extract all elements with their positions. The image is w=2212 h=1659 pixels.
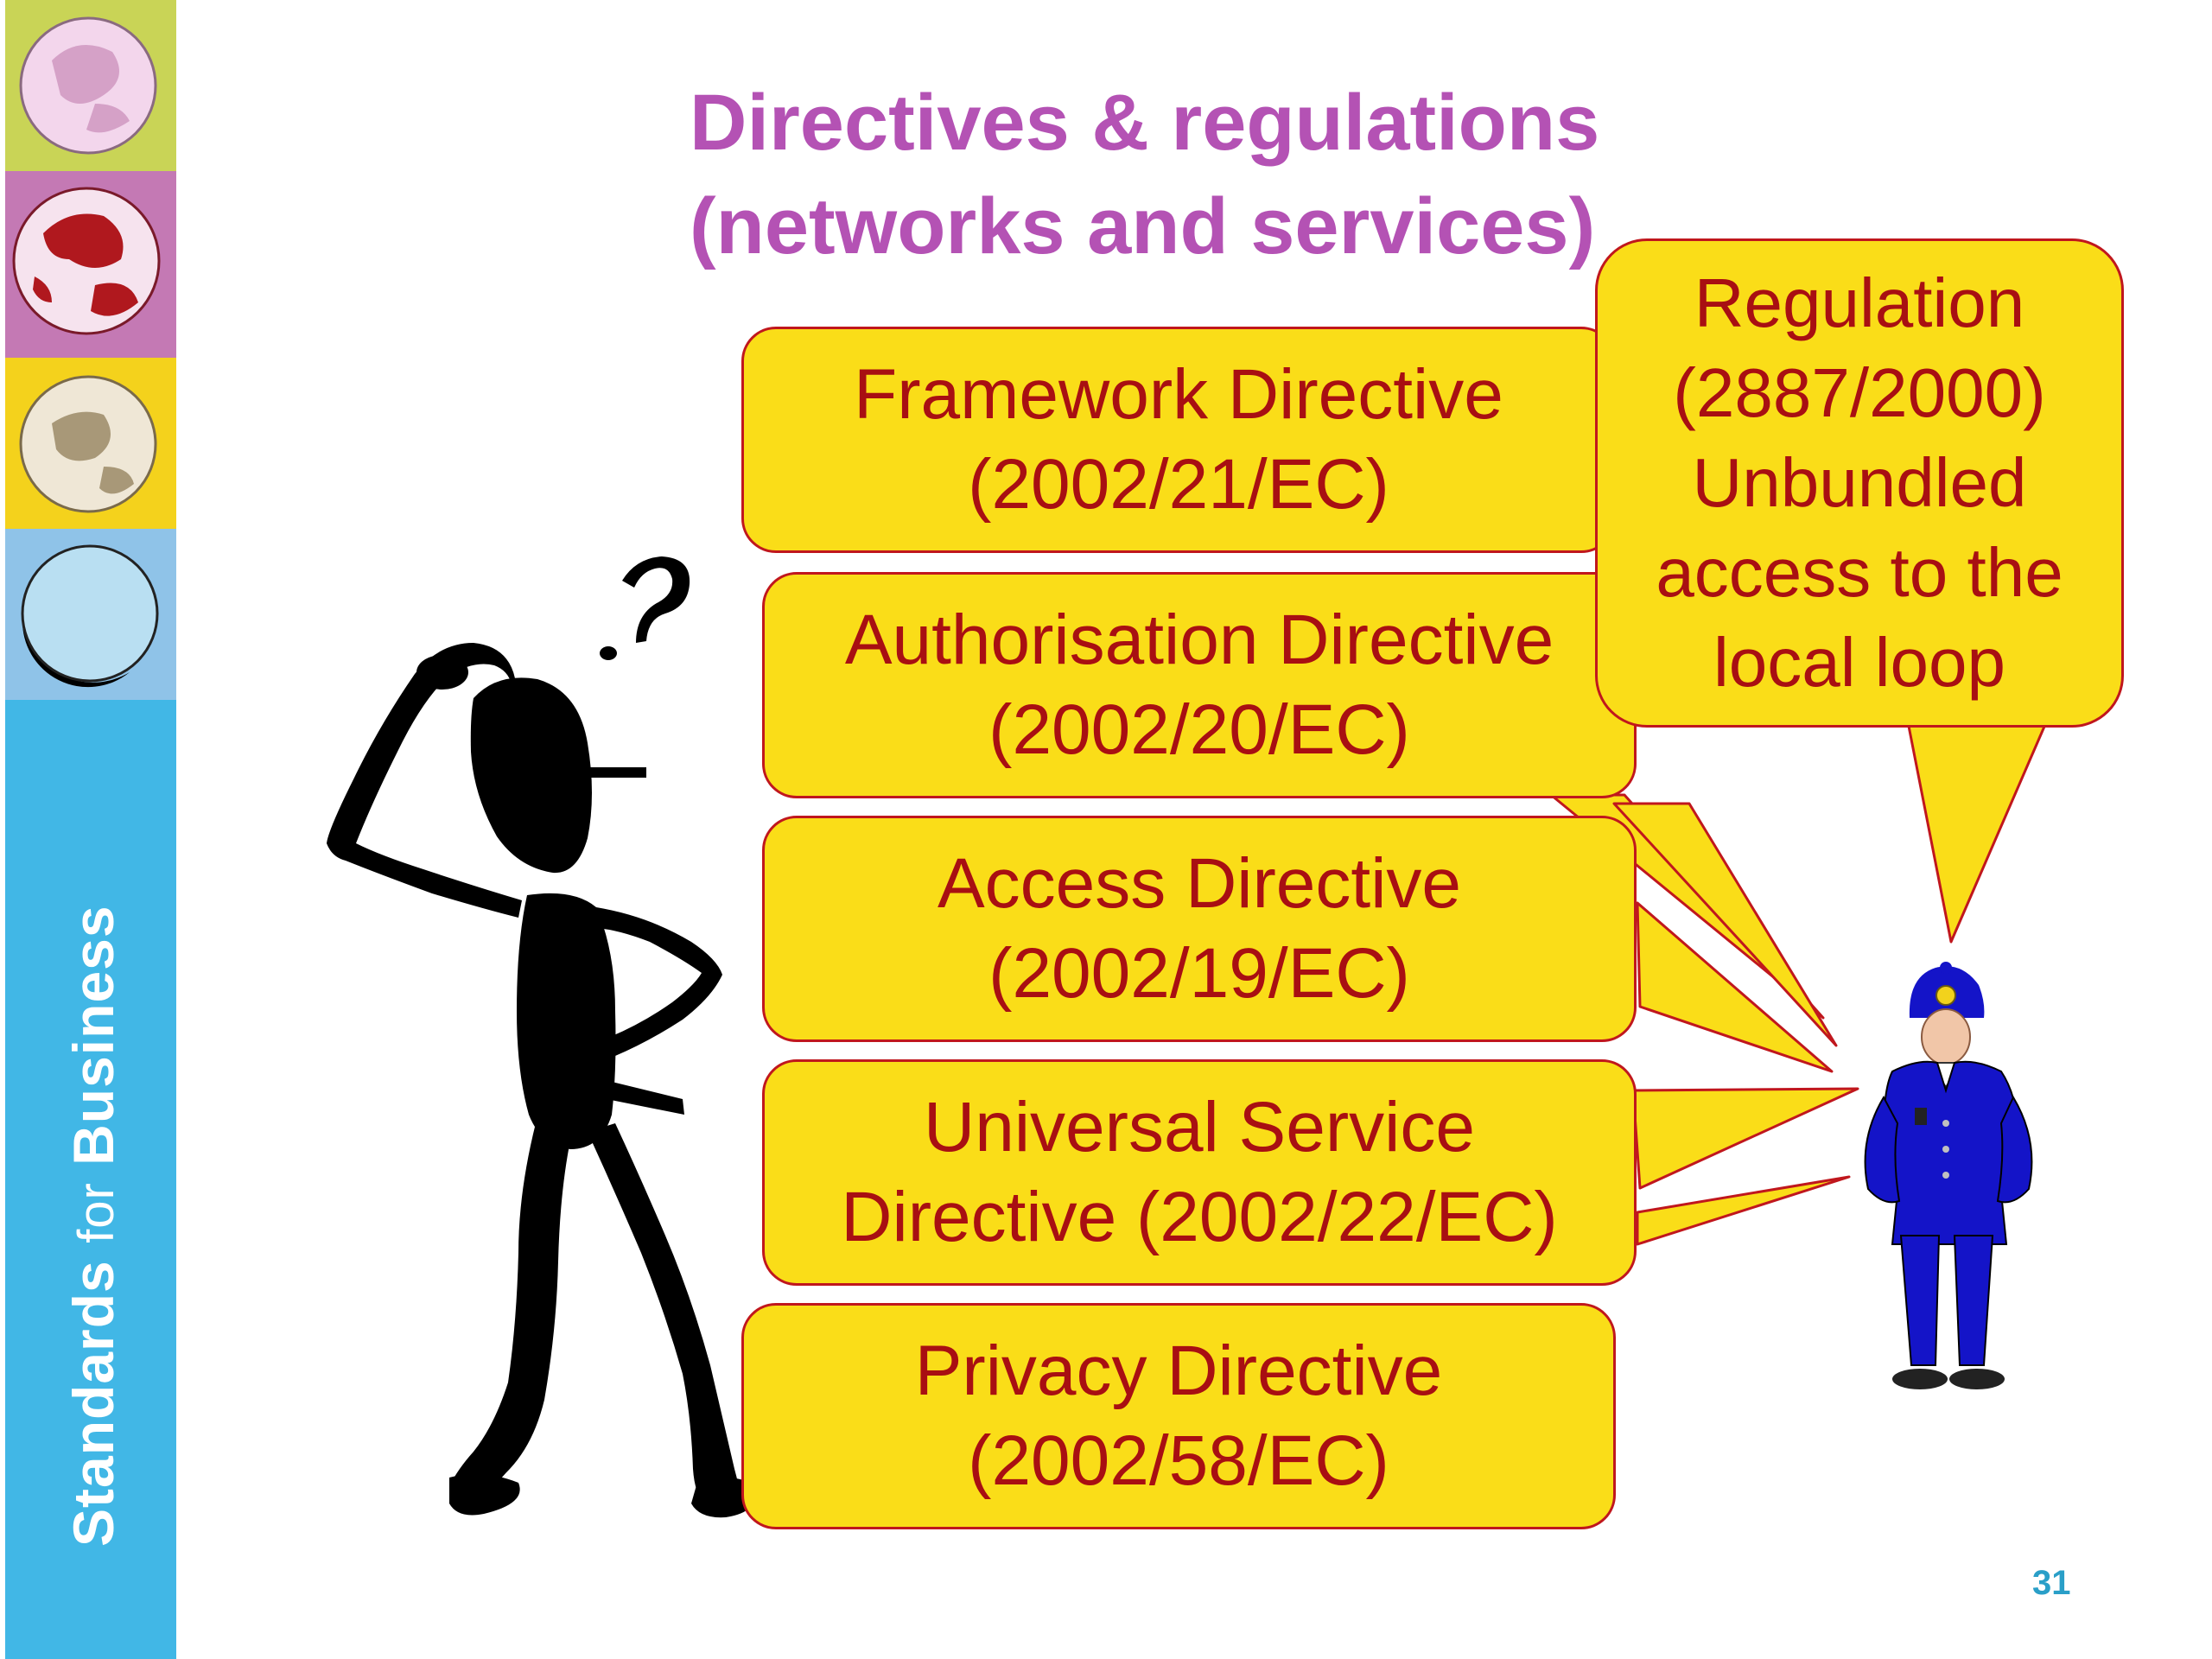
- callout-tail-access: [1636, 901, 1834, 1073]
- globe-tan-icon: [19, 375, 157, 513]
- confused-stick-figure-icon: [327, 556, 758, 1518]
- callout-tail-universal: [1631, 1087, 1859, 1190]
- slide-title-line1: Directives & regulations: [690, 79, 1600, 167]
- authorisation-directive-name: Authorisation Directive: [844, 601, 1554, 679]
- regulation-title: Regulation: [1694, 264, 2025, 341]
- slide-title-line2: (networks and services): [690, 182, 1596, 270]
- authorisation-directive-callout: Authorisation Directive (2002/20/EC): [762, 572, 1637, 798]
- authorisation-directive-code: (2002/20/EC): [988, 690, 1410, 769]
- sidebar: Standards for Business: [0, 0, 176, 1659]
- privacy-directive-callout: Privacy Directive (2002/58/EC): [741, 1303, 1616, 1529]
- privacy-directive-code: (2002/58/EC): [968, 1421, 1389, 1500]
- globe-pink-icon: [19, 16, 157, 155]
- policeman-icon: [1864, 962, 2033, 1389]
- regulation-desc-2: access to the: [1656, 534, 2063, 611]
- callout-tail-authorisation: [1612, 802, 1838, 1047]
- page-number: 31: [2032, 1564, 2071, 1602]
- access-directive-code: (2002/19/EC): [988, 934, 1410, 1013]
- regulation-callout: Regulation (2887/2000) Unbundled access …: [1595, 238, 2124, 728]
- framework-directive-callout: Framework Directive (2002/21/EC): [741, 327, 1616, 553]
- framework-directive-name: Framework Directive: [854, 355, 1503, 434]
- globe-red-icon: [12, 187, 161, 335]
- regulation-desc-3: local loop: [1713, 624, 2005, 701]
- regulation-desc-1: Unbundled: [1692, 444, 2027, 521]
- privacy-directive-name: Privacy Directive: [914, 1332, 1443, 1410]
- sidebar-brand-panel: [5, 700, 176, 1659]
- universal-service-directive-code: Directive (2002/22/EC): [841, 1178, 1558, 1256]
- callout-tail-regulation: [1904, 707, 2054, 944]
- access-directive-callout: Access Directive (2002/19/EC): [762, 816, 1637, 1042]
- sidebar-globes: [12, 16, 161, 688]
- universal-service-directive-callout: Universal Service Directive (2002/22/EC): [762, 1059, 1637, 1286]
- callout-tail-privacy: [1636, 1175, 1851, 1246]
- universal-service-directive-name: Universal Service: [924, 1088, 1475, 1166]
- slide-title: Directives & regulations (networks and s…: [690, 71, 1599, 278]
- globe-blue-icon: [21, 544, 159, 688]
- regulation-code: (2887/2000): [1673, 354, 2046, 431]
- access-directive-name: Access Directive: [937, 844, 1462, 923]
- framework-directive-code: (2002/21/EC): [968, 445, 1389, 524]
